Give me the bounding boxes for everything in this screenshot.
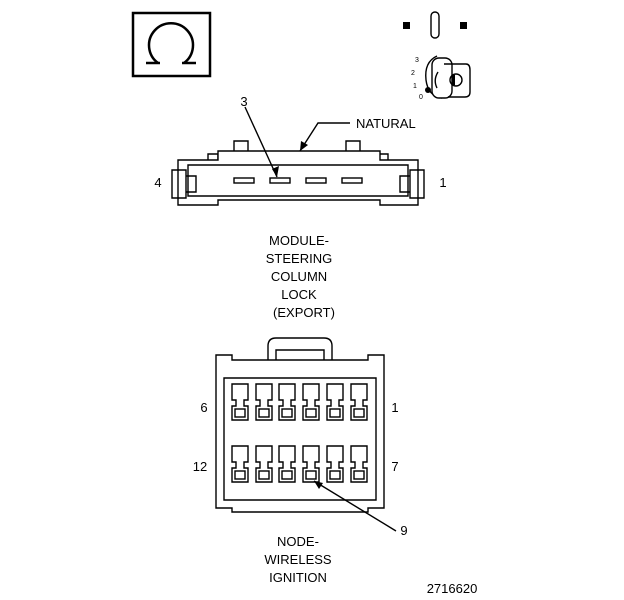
key-position-3: 3	[415, 57, 419, 64]
node-title-line-2: WIRELESS	[264, 552, 332, 567]
module-title-line-1: MODULE-	[269, 233, 329, 248]
node-cavity-top-2	[255, 383, 273, 421]
ohmmeter-icon: Ω	[131, 11, 212, 78]
node-connector	[215, 337, 385, 513]
node-cavity-bottom-5	[326, 445, 344, 483]
key-position-2: 2	[411, 70, 415, 77]
node-cavity-top-4	[302, 383, 320, 421]
module-title-line-2: STEERING	[266, 251, 332, 266]
node-pin-top-right-label: 1	[391, 400, 398, 415]
module-pin-right-label: 1	[439, 175, 446, 190]
node-bottom-row	[231, 445, 368, 483]
node-pin-top-left-label: 6	[200, 400, 207, 415]
node-title-line-1: NODE-	[277, 534, 319, 549]
module-pin-left-label: 4	[154, 175, 161, 190]
ignition-key-icon: 3 2 1 0	[403, 11, 471, 101]
node-top-row	[231, 383, 368, 421]
node-title: NODE- WIRELESS IGNITION	[264, 534, 332, 585]
node-cavity-bottom-6	[350, 445, 368, 483]
module-callout-pin-label: 3	[240, 94, 247, 109]
node-cavity-top-1	[231, 383, 249, 421]
node-cavity-bottom-1	[231, 445, 249, 483]
node-cavity-top-3	[278, 383, 296, 421]
module-connector	[171, 140, 425, 206]
node-cavity-bottom-4	[302, 445, 320, 483]
key-position-0: 0	[419, 94, 423, 101]
node-cavity-bottom-2	[255, 445, 273, 483]
node-callout-pin-label: 9	[400, 523, 407, 538]
figure-id: 2716620	[427, 581, 478, 596]
key-position-1: 1	[413, 83, 417, 90]
node-cavity-top-6	[350, 383, 368, 421]
node-pin-bottom-left-label: 12	[193, 459, 207, 474]
node-cavity-bottom-3	[278, 445, 296, 483]
node-title-line-3: IGNITION	[269, 570, 327, 585]
module-color-label: NATURAL	[356, 116, 416, 131]
node-pin-bottom-right-label: 7	[391, 459, 398, 474]
module-title-line-3: COLUMN	[271, 269, 327, 284]
node-cavity-top-5	[326, 383, 344, 421]
module-title-line-4: LOCK	[281, 287, 317, 302]
module-title: MODULE- STEERING COLUMN LOCK (EXPORT)	[266, 233, 335, 320]
module-title-line-5: (EXPORT)	[273, 305, 335, 320]
